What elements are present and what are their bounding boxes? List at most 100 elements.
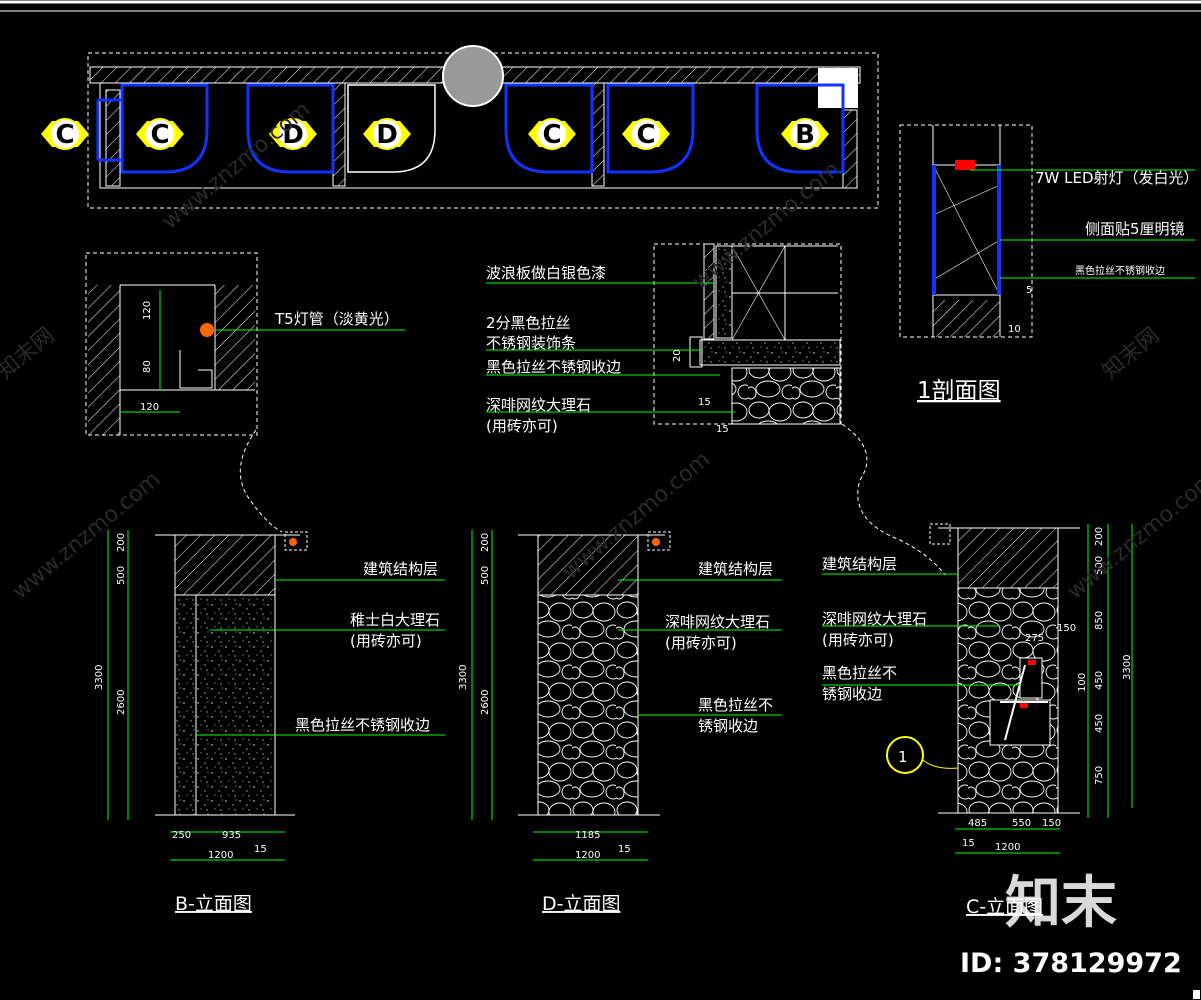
svg-text:120: 120 bbox=[140, 402, 159, 413]
elev-note: 深啡网纹大理石 bbox=[665, 613, 770, 631]
section-marker-1: 1 bbox=[898, 748, 908, 766]
svg-text:150: 150 bbox=[1057, 623, 1076, 634]
svg-text:5: 5 bbox=[1026, 285, 1032, 296]
elevation-b: 200 500 2600 3300 250 935 15 1200 建筑结构层 … bbox=[94, 530, 445, 915]
image-id: ID: 378129972 bbox=[960, 948, 1182, 979]
elev-note: 黑色拉丝不锈钢收边 bbox=[295, 716, 430, 734]
svg-text:3300: 3300 bbox=[1122, 655, 1133, 680]
view-marker-c: C bbox=[136, 118, 184, 150]
view-marker-b: B bbox=[781, 118, 829, 150]
section-note: 7W LED射灯（发白光） bbox=[1035, 169, 1199, 187]
elevation-title: D-立面图 bbox=[542, 893, 621, 915]
t5-light-label: T5灯管（淡黄光） bbox=[274, 310, 399, 328]
svg-text:1200: 1200 bbox=[575, 850, 600, 861]
wave-note: 不锈钢装饰条 bbox=[486, 334, 576, 352]
svg-text:1185: 1185 bbox=[575, 830, 600, 841]
svg-text:15: 15 bbox=[698, 397, 711, 408]
svg-text:C: C bbox=[636, 120, 655, 150]
detail-connectors bbox=[239, 423, 946, 576]
svg-text:3300: 3300 bbox=[458, 665, 469, 690]
svg-text:200: 200 bbox=[116, 533, 127, 552]
svg-text:450: 450 bbox=[1094, 714, 1105, 733]
svg-text:10: 10 bbox=[1008, 324, 1021, 335]
elev-note: 黑色拉丝不 bbox=[822, 664, 897, 682]
section-title: 1剖面图 bbox=[917, 378, 1001, 404]
svg-text:15: 15 bbox=[254, 844, 267, 855]
elev-note: (用砖亦可) bbox=[822, 631, 894, 649]
svg-text:15: 15 bbox=[716, 424, 729, 435]
elevation-c: 200 500 850 450 450 750 3300 100 275 150… bbox=[822, 523, 1133, 918]
svg-text:275: 275 bbox=[1025, 633, 1044, 644]
svg-text:200: 200 bbox=[1094, 527, 1105, 546]
elev-note: 锈钢收边 bbox=[698, 717, 758, 735]
svg-text:80: 80 bbox=[142, 360, 153, 373]
view-marker-c: C bbox=[528, 118, 576, 150]
svg-text:3300: 3300 bbox=[94, 665, 105, 690]
section-note: 侧面贴5厘明镜 bbox=[1085, 220, 1185, 238]
svg-text:B: B bbox=[795, 120, 815, 150]
elev-note: (用砖亦可) bbox=[350, 632, 422, 650]
svg-text:1200: 1200 bbox=[208, 850, 233, 861]
svg-text:150: 150 bbox=[1042, 818, 1061, 829]
svg-text:15: 15 bbox=[962, 838, 975, 849]
plan-markers: C C D D C C B bbox=[41, 118, 829, 150]
svg-text:1200: 1200 bbox=[995, 842, 1020, 853]
view-marker-d: D bbox=[269, 118, 317, 150]
elevation-title: C-立面图 bbox=[966, 896, 1043, 918]
svg-text:www.znzmo.com: www.znzmo.com bbox=[688, 157, 845, 295]
view-marker-c: C bbox=[622, 118, 670, 150]
svg-text:250: 250 bbox=[172, 830, 191, 841]
svg-text:15: 15 bbox=[618, 844, 631, 855]
elev-note: 建筑结构层 bbox=[822, 555, 897, 573]
detail-t5: T5灯管（淡黄光） 120 80 120 bbox=[85, 252, 405, 436]
floor-plan bbox=[87, 45, 879, 209]
svg-text:500: 500 bbox=[1094, 556, 1105, 575]
svg-text:550: 550 bbox=[1012, 818, 1031, 829]
svg-text:2600: 2600 bbox=[480, 690, 491, 715]
section-note: 黑色拉丝不锈钢收边 bbox=[1075, 264, 1165, 277]
elev-note: 建筑结构层 bbox=[363, 560, 438, 578]
section-1: 7W LED射灯（发白光） 侧面贴5厘明镜 黑色拉丝不锈钢收边 5 10 1剖面… bbox=[899, 124, 1199, 404]
elevation-d: 200 500 2600 3300 1185 15 1200 建筑结构层 深啡网… bbox=[458, 530, 782, 915]
elev-note: (用砖亦可) bbox=[665, 634, 737, 652]
svg-text:500: 500 bbox=[480, 566, 491, 585]
brand-logo: 知末 bbox=[1005, 871, 1117, 936]
corner-mark bbox=[1193, 990, 1200, 999]
svg-text:100: 100 bbox=[1077, 673, 1088, 692]
svg-text:500: 500 bbox=[116, 566, 127, 585]
wave-note: 2分黑色拉丝 bbox=[486, 314, 571, 332]
svg-text:2600: 2600 bbox=[116, 690, 127, 715]
elevation-title: B-立面图 bbox=[175, 893, 252, 915]
elev-note: 黑色拉丝不 bbox=[698, 696, 773, 714]
svg-text:20: 20 bbox=[672, 349, 683, 362]
svg-text:D: D bbox=[376, 120, 398, 150]
detail-wave-board: 波浪板做白银色漆 2分黑色拉丝 不锈钢装饰条 黑色拉丝不锈钢收边 深啡网纹大理石… bbox=[486, 243, 842, 435]
elev-note: 深啡网纹大理石 bbox=[822, 610, 927, 628]
svg-text:C: C bbox=[150, 120, 169, 150]
elev-note: 建筑结构层 bbox=[698, 560, 773, 578]
top-frame bbox=[0, 0, 1201, 12]
view-marker-c: C bbox=[41, 118, 89, 150]
wave-note: (用砖亦可) bbox=[486, 417, 558, 435]
svg-text:120: 120 bbox=[142, 301, 153, 320]
wave-note: 黑色拉丝不锈钢收边 bbox=[486, 358, 621, 376]
svg-text:知末网: 知末网 bbox=[1098, 323, 1165, 385]
svg-text:C: C bbox=[542, 120, 561, 150]
svg-text:850: 850 bbox=[1094, 611, 1105, 630]
svg-text:www.znzmo.com: www.znzmo.com bbox=[8, 467, 165, 605]
svg-text:知末网: 知末网 bbox=[0, 323, 59, 385]
svg-text:200: 200 bbox=[480, 533, 491, 552]
svg-text:750: 750 bbox=[1094, 766, 1105, 785]
view-marker-d: D bbox=[363, 118, 411, 150]
wave-note: 深啡网纹大理石 bbox=[486, 396, 591, 414]
elev-note: 稚士白大理石 bbox=[350, 611, 440, 629]
elev-note: 锈钢收边 bbox=[822, 685, 882, 703]
svg-text:450: 450 bbox=[1094, 671, 1105, 690]
svg-text:D: D bbox=[282, 120, 304, 150]
svg-text:935: 935 bbox=[222, 830, 241, 841]
svg-text:www.znzmo.com: www.znzmo.com bbox=[158, 97, 315, 235]
wave-note: 波浪板做白银色漆 bbox=[486, 264, 606, 282]
svg-text:485: 485 bbox=[968, 818, 987, 829]
svg-text:C: C bbox=[55, 120, 74, 150]
